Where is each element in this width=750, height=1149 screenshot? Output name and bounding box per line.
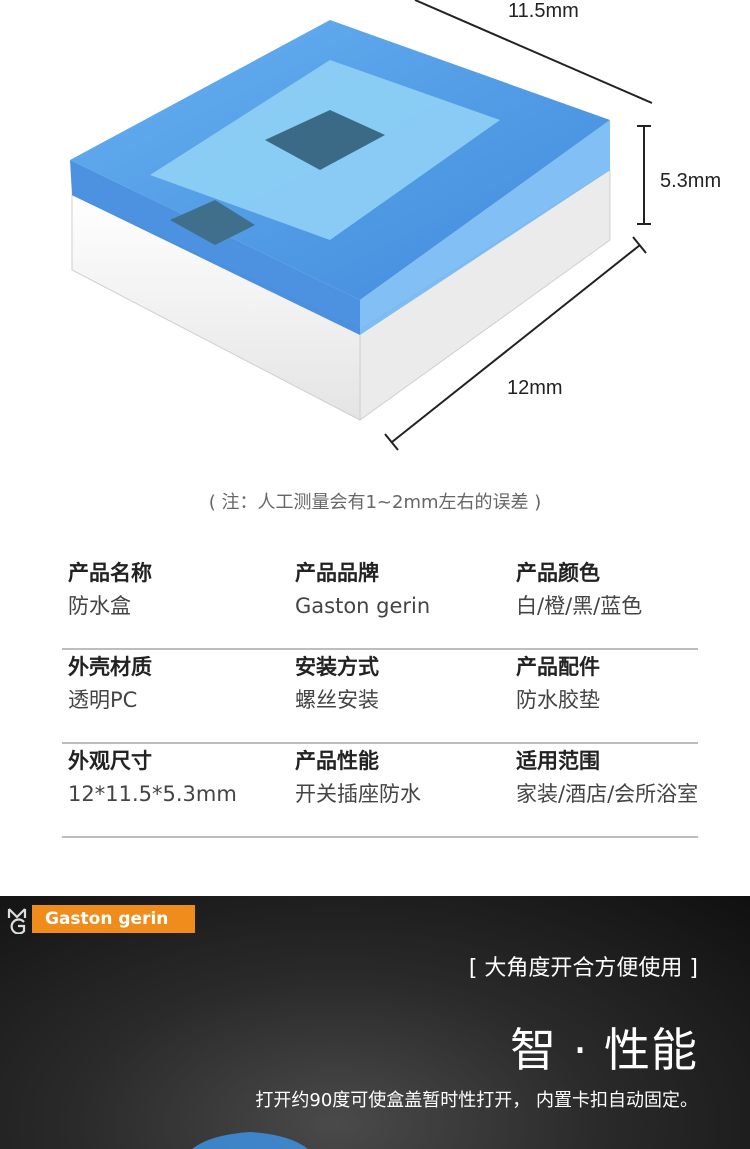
spec-value: 12*11.5*5.3mm: [68, 782, 237, 806]
brand-name-bar: Gaston gerin: [32, 905, 195, 933]
inner-window: [265, 110, 385, 170]
product-preview-image: [192, 1132, 308, 1149]
spec-label: 产品性能: [295, 749, 379, 773]
dimension-height-label: 5.3mm: [660, 170, 722, 192]
spec-cell: 外壳材质 透明PC: [68, 650, 152, 716]
banner-tagline: [ 大角度开合方便使用 ]: [468, 956, 698, 981]
banner-title: 智 · 性能: [510, 1023, 698, 1077]
brand-logo-icon: [7, 908, 27, 934]
spec-value: Gaston gerin: [295, 594, 431, 618]
spec-label: 产品品牌: [295, 561, 379, 585]
spec-value: 螺丝安装: [295, 688, 379, 712]
spec-cell: 产品品牌 Gaston gerin: [295, 556, 430, 622]
spec-value: 开关插座防水: [295, 782, 421, 806]
spec-cell: 外观尺寸 12*11.5*5.3mm: [68, 744, 237, 810]
spec-cell: 安装方式 螺丝安装: [295, 650, 379, 716]
spec-cell: 产品颜色 白/橙/黑/蓝色: [516, 556, 642, 622]
spec-value: 透明PC: [68, 688, 138, 712]
product-illustration: 11.5mm 5.3mm 12mm: [0, 0, 750, 470]
waterproof-box-image: [70, 0, 653, 451]
dimension-depth-label: 12mm: [507, 377, 563, 399]
spec-value: 家装/酒店/会所浴室: [516, 782, 699, 806]
dimension-width-label: 11.5mm: [508, 0, 579, 22]
cover-side: [360, 120, 610, 335]
spec-cell: 产品配件 防水胶垫: [516, 650, 600, 716]
spec-label: 外壳材质: [68, 655, 152, 679]
spec-cell: 适用范围 家装/酒店/会所浴室: [516, 744, 698, 810]
inner-window-lower: [170, 200, 255, 245]
spec-row: 产品名称 防水盒 产品品牌 Gaston gerin 产品颜色 白/橙/黑/蓝色: [62, 556, 698, 650]
spec-label: 产品颜色: [516, 561, 600, 585]
spec-label: 安装方式: [295, 655, 379, 679]
spec-value: 白/橙/黑/蓝色: [516, 594, 643, 618]
spec-table: 产品名称 防水盒 产品品牌 Gaston gerin 产品颜色 白/橙/黑/蓝色…: [62, 556, 698, 838]
spec-label: 产品名称: [68, 561, 152, 585]
spec-cell: 产品性能 开关插座防水: [295, 744, 421, 810]
spec-row: 外观尺寸 12*11.5*5.3mm 产品性能 开关插座防水 适用范围 家装/酒…: [62, 744, 698, 838]
measurement-note: ( 注：人工测量会有1~2mm左右的误差 ): [208, 492, 542, 513]
cover-front: [70, 160, 360, 335]
spec-label: 外观尺寸: [68, 749, 152, 773]
banner-description: 打开约90度可使盒盖暂时性打开， 内置卡扣自动固定。: [255, 1090, 698, 1111]
spec-value: 防水盒: [68, 594, 131, 618]
spec-label: 适用范围: [516, 749, 600, 773]
spec-label: 产品配件: [516, 655, 600, 679]
feature-banner: Gaston gerin [ 大角度开合方便使用 ] 智 · 性能 打开约90度…: [0, 896, 750, 1149]
spec-value: 防水胶垫: [516, 688, 600, 712]
spec-row: 外壳材质 透明PC 安装方式 螺丝安装 产品配件 防水胶垫: [62, 650, 698, 744]
spec-cell: 产品名称 防水盒: [68, 556, 152, 622]
